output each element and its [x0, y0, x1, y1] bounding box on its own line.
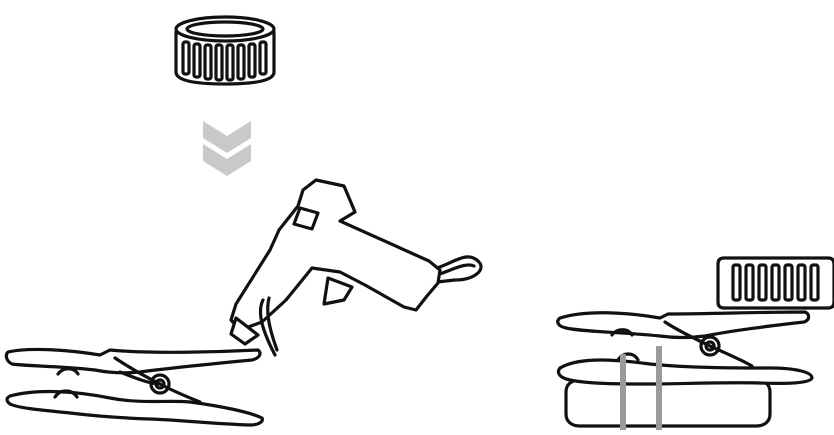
bottle-cap-icon — [718, 258, 834, 308]
down-chevron-arrow-icon — [203, 121, 251, 176]
assembled-clothespin-with-cap-icon — [558, 258, 834, 430]
bottle-cap-icon — [176, 17, 274, 84]
clothespin-icon — [6, 349, 262, 425]
glue-gun-icon — [231, 180, 481, 355]
eraser-block-icon — [566, 380, 770, 426]
